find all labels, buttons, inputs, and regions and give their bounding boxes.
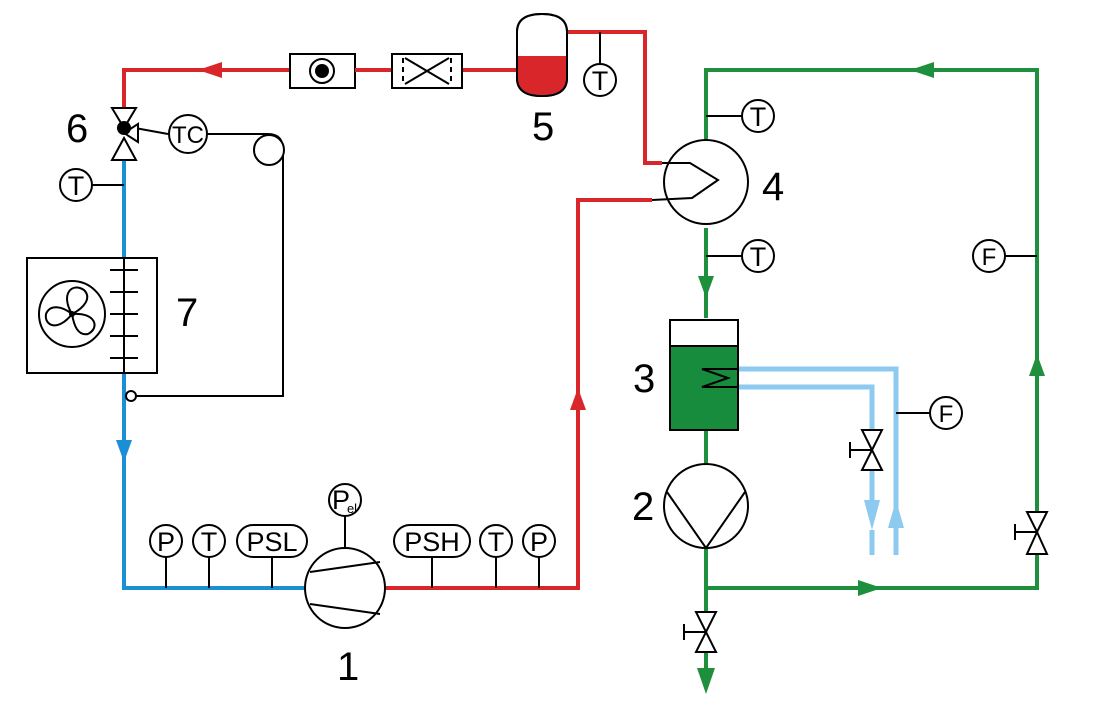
receiver-vessel — [516, 12, 568, 98]
condenser-in-temp-label: T — [750, 242, 767, 272]
tank-flow-sensor: F — [896, 396, 963, 430]
label-storage-tank: 3 — [633, 357, 655, 401]
power-meter-label: P — [332, 485, 350, 515]
tc-label: TC — [172, 122, 204, 149]
sensing-bulb-icon — [253, 134, 285, 166]
evaporator-inlet-temp-sensor: T — [59, 168, 124, 202]
storage-tank — [669, 319, 739, 431]
discharge-temp-label: T — [488, 527, 505, 557]
suction-temp-sensor: T — [192, 524, 226, 588]
suction-temp-label: T — [201, 527, 218, 557]
sight-glass-icon — [289, 53, 356, 89]
condenser-water-in-temp-sensor: T — [706, 239, 775, 273]
label-condenser: 4 — [762, 165, 784, 209]
flow-arrow-right-bottom — [858, 580, 882, 596]
receiver-temp-sensor: T — [583, 32, 617, 97]
evaporator-unit — [26, 257, 158, 374]
flow-arrow-down — [116, 440, 132, 462]
pump — [663, 463, 749, 550]
flow-arrow-up-right — [1029, 354, 1045, 376]
filter-drier-icon — [391, 53, 463, 89]
psh-label: PSH — [404, 527, 460, 557]
label-receiver: 5 — [532, 105, 554, 149]
expansion-valve — [110, 107, 139, 161]
compressor — [304, 547, 386, 629]
flow-arrow-left-top — [910, 62, 934, 78]
high-pressure-switch: PSH — [393, 524, 471, 588]
flow-arrow-down-condenser — [698, 276, 714, 298]
flow-arrow-drain — [697, 668, 715, 694]
discharge-temp-sensor: T — [479, 524, 513, 588]
loop-flow-label: F — [982, 244, 997, 271]
flow-arrow-up — [570, 388, 586, 410]
flow-arrow-left — [198, 62, 222, 78]
coil-icon — [651, 162, 720, 201]
evap-temp-label: T — [68, 171, 85, 201]
condenser-out-temp-label: T — [750, 102, 767, 132]
discharge-pressure-label: P — [530, 527, 548, 557]
condenser-heat-exchanger — [651, 139, 749, 225]
valve-icon — [683, 611, 718, 653]
coil-arrow-down — [864, 500, 880, 530]
power-meter-sub-label: el — [347, 501, 357, 516]
psl-label: PSL — [246, 527, 297, 557]
receiver-temp-label: T — [592, 66, 609, 96]
low-pressure-switch: PSL — [236, 524, 308, 588]
power-meter: P el — [328, 483, 362, 548]
suction-pressure-label: P — [157, 527, 175, 557]
fan-icon — [38, 280, 106, 348]
discharge-pressure-gauge: P — [522, 524, 556, 588]
label-evaporator: 7 — [176, 291, 198, 335]
suction-pressure-gauge: P — [149, 524, 183, 588]
valve-icon — [1014, 511, 1049, 555]
sensor-point-icon — [125, 390, 137, 402]
valve-icon — [849, 429, 884, 471]
label-pump: 2 — [632, 485, 654, 529]
loop-flow-sensor: F — [972, 239, 1037, 273]
label-compressor: 1 — [337, 645, 359, 689]
coil-arrow-up — [888, 500, 904, 528]
label-expansion-valve: 6 — [66, 107, 88, 151]
thermostatic-controller: TC — [168, 114, 208, 154]
tank-flow-label: F — [939, 401, 954, 428]
coil-icon — [701, 368, 738, 388]
condenser-water-out-temp-sensor: T — [706, 99, 775, 133]
hot-refrigerant-lines — [122, 30, 662, 590]
